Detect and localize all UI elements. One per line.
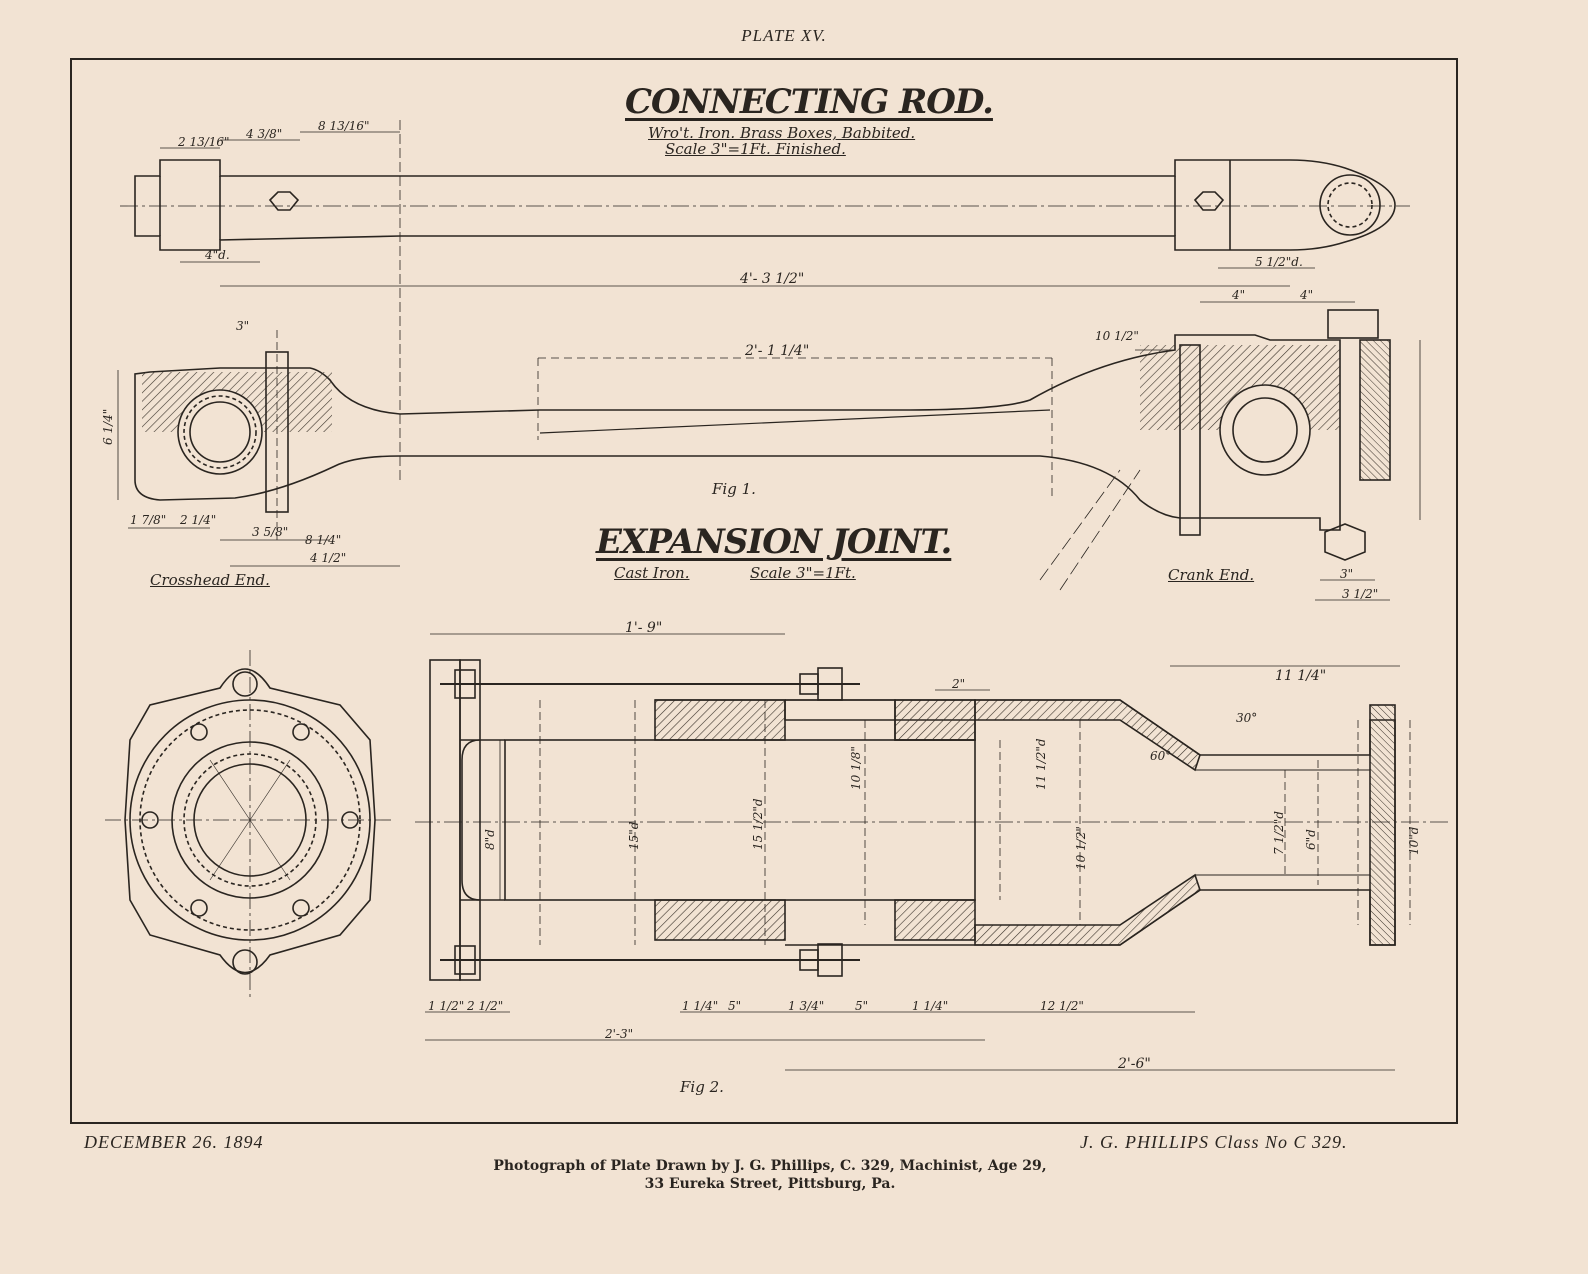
- crosshead-end-label: Crosshead End.: [150, 571, 270, 589]
- dim-label: 3 5/8": [252, 525, 288, 539]
- dim-label: 4": [1231, 288, 1245, 302]
- dim-label: 6 1/4": [101, 409, 115, 445]
- fig1-material: Wro't. Iron. Brass Boxes, Babbited.: [648, 124, 916, 142]
- drawing-frame: [70, 58, 1458, 1124]
- dim-label: 10 1/2": [1095, 329, 1139, 343]
- dim-label: 10 1/2": [1074, 826, 1088, 870]
- dim-label: 5": [855, 999, 868, 1013]
- dim-label: 2'- 1 1/4": [744, 343, 809, 359]
- expansion-joint-section: [415, 659, 1450, 981]
- dim-label: 3 1/2": [1342, 587, 1378, 601]
- flange-end-view: [105, 650, 395, 1000]
- dim-label: 5": [728, 999, 741, 1013]
- fig2-caption: Fig 2.: [680, 1078, 724, 1096]
- dim-label: 8"d: [483, 829, 497, 850]
- dim-label: 4": [1299, 288, 1313, 302]
- dim-label: 4'- 3 1/2": [739, 271, 804, 287]
- dim-label: 1'- 9": [625, 620, 662, 636]
- fig1-title: CONNECTING ROD.: [625, 82, 994, 122]
- dim-label: 8 13/16": [318, 119, 370, 133]
- dim-label: 2 1/4": [179, 513, 216, 527]
- dim-label: 30°: [1236, 711, 1257, 725]
- dim-label: 2 1/2": [466, 999, 503, 1013]
- dim-label: 2'-6": [1117, 1056, 1151, 1072]
- rod-side-view: [134, 309, 1391, 591]
- draftsman-signature: J. G. PHILLIPS Class No C 329.: [1080, 1132, 1348, 1152]
- dim-label: 1 1/4": [682, 999, 718, 1013]
- dim-label: 3": [236, 319, 249, 333]
- dim-label: 11 1/4": [1275, 668, 1326, 684]
- fig1-scale: Scale 3"=1Ft. Finished.: [665, 140, 846, 158]
- caption-line-2: 33 Eureka Street, Pittsburg, Pa.: [644, 1176, 896, 1192]
- dim-label: 4 1/2": [309, 551, 346, 565]
- fig2-material: Cast Iron.: [614, 564, 690, 582]
- dim-label: 1 1/4": [912, 999, 948, 1013]
- dim-label: 1 1/2": [428, 999, 464, 1013]
- dim-label: 1 3/4": [788, 999, 824, 1013]
- dim-label: 3": [1340, 567, 1353, 581]
- dimension-labels: 2 13/16" 4 3/8" 8 13/16" 4"d. 4'- 3 1/2"…: [101, 119, 1421, 1072]
- dim-label: 10"d: [1407, 826, 1421, 855]
- dim-label: 11 1/2"d: [1034, 738, 1048, 790]
- dim-label: 2'-3": [604, 1027, 633, 1041]
- fig2-scale: Scale 3"=1Ft.: [750, 564, 856, 582]
- plate-date: DECEMBER 26. 1894: [84, 1132, 264, 1152]
- dim-label: 2 13/16": [177, 135, 230, 149]
- dim-label: 4 3/8": [245, 127, 282, 141]
- dim-label: 15"d: [627, 821, 641, 850]
- crank-end-label: Crank End.: [1168, 566, 1255, 584]
- dim-label: 15 1/2"d: [751, 798, 765, 850]
- plate-number: PLATE XV.: [741, 26, 827, 45]
- dim-label: 7 1/2"d: [1272, 811, 1286, 855]
- fig2-title: EXPANSION JOINT.: [596, 522, 952, 562]
- dim-label: 6"d: [1304, 829, 1318, 850]
- dim-label: 8 1/4": [305, 533, 341, 547]
- dim-label: 5 1/2"d.: [1255, 255, 1303, 269]
- caption-line-1: Photograph of Plate Drawn by J. G. Phill…: [493, 1158, 1047, 1174]
- dim-label: 60°: [1150, 749, 1171, 763]
- dim-label: 12 1/2": [1040, 999, 1084, 1013]
- dim-label: 2": [951, 677, 965, 691]
- dim-label: 4"d.: [204, 248, 230, 262]
- rod-plan-view: [120, 159, 1410, 251]
- fig1-caption: Fig 1.: [712, 480, 756, 498]
- dim-label: 10 1/8": [849, 746, 863, 790]
- dim-label: 1 7/8": [130, 513, 166, 527]
